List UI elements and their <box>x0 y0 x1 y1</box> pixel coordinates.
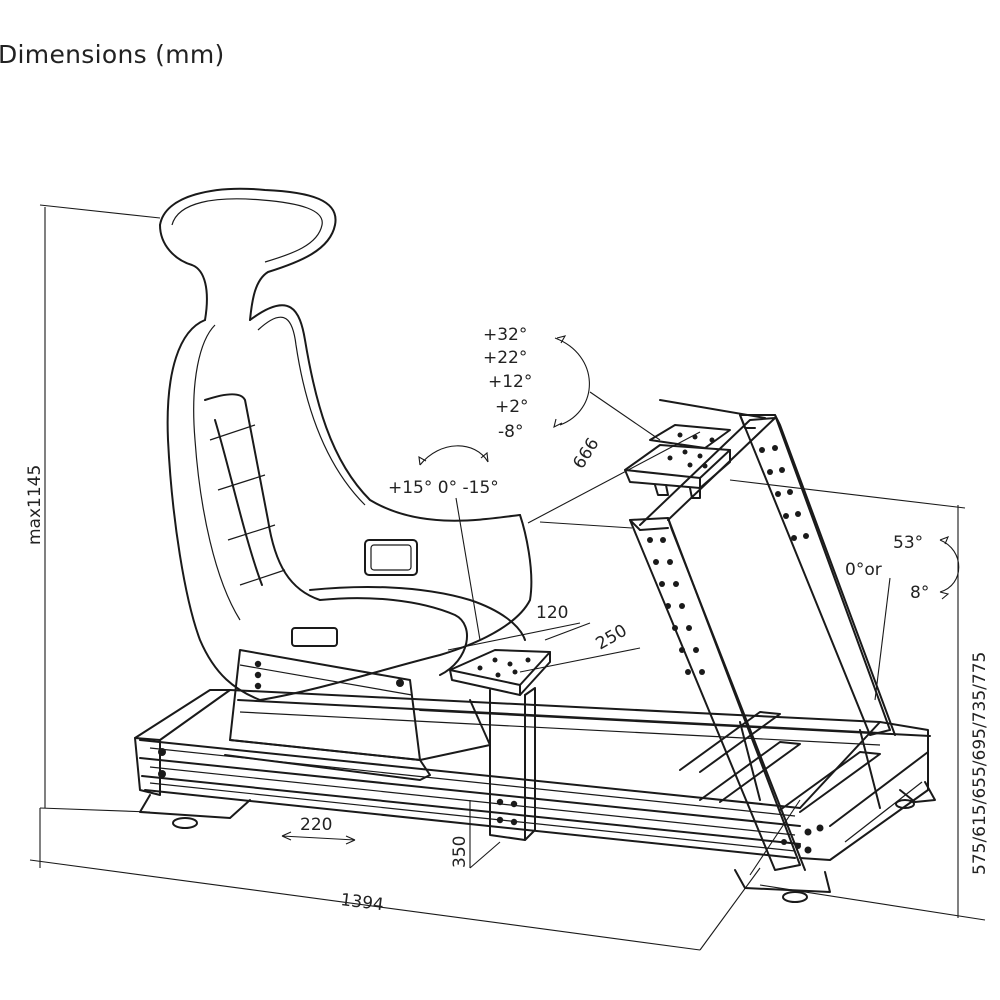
base-frame <box>134 689 936 903</box>
tilt-angle-1: +32° <box>483 325 527 345</box>
pedal-angle-top: 53° <box>893 533 923 553</box>
height-label: max1145 <box>25 465 45 545</box>
tilt-angle-4: +2° <box>495 397 529 417</box>
wheel-depth-label: 666 <box>569 435 603 473</box>
diagram-title: Dimensions (mm) <box>0 40 225 69</box>
length-label: 1394 <box>339 890 384 915</box>
rotation-arrows <box>418 335 960 600</box>
racing-seat <box>159 187 533 781</box>
shifter-mount <box>449 649 551 841</box>
slide-label: 220 <box>300 815 332 835</box>
tilt-angle-3: +12° <box>488 372 532 392</box>
wheel-stand <box>624 399 896 871</box>
angle-labels: +32° +22° +12° +2° -8° +15° 0° -15° 53° … <box>388 325 929 603</box>
front-height-label: 575/615/655/695/735/775 <box>970 652 990 875</box>
tilt-angle-2: +22° <box>483 348 527 368</box>
plate-b-label: 250 <box>593 621 631 655</box>
pedal-height-label: 350 <box>450 836 470 868</box>
shifter-rotation-label: +15° 0° -15° <box>388 478 499 498</box>
plate-a-label: 120 <box>536 603 568 623</box>
pedal-angle-mid: 0°or <box>845 560 882 580</box>
tilt-angle-5: -8° <box>498 422 523 442</box>
pedal-angle-low: 8° <box>910 583 929 603</box>
dimension-lines <box>29 204 986 951</box>
